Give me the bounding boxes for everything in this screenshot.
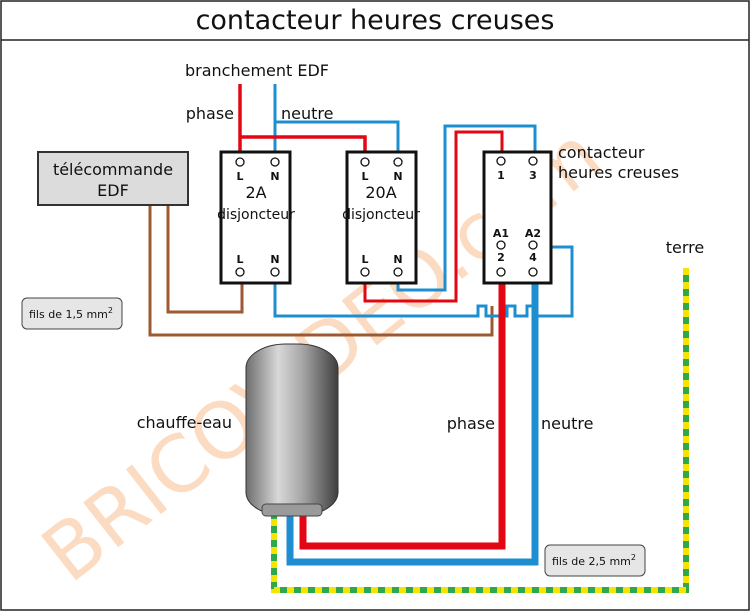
- terminal-screw: [235, 157, 245, 167]
- terminal-label: A2: [525, 227, 541, 240]
- terminal-screw: [235, 267, 245, 277]
- load-phase-label: phase: [447, 414, 495, 433]
- breaker-rating: 2A: [245, 183, 266, 202]
- supply-neutral-wire: [273, 84, 400, 152]
- terminal-screw: [496, 267, 506, 277]
- svg-text:fils de 1,5 mm2: fils de 1,5 mm2: [29, 306, 113, 321]
- load-neutral-wire: [286, 283, 539, 566]
- water-heater-label: chauffe-eau: [137, 413, 232, 432]
- terminal-screw: [496, 156, 506, 166]
- contactor: 1 3 A1 A2 2 4: [482, 150, 553, 285]
- note-big-wire-text: fils de 2,5 mm: [552, 555, 631, 568]
- terminal-label: N: [393, 170, 402, 183]
- page-title: contacteur heures creuses: [196, 5, 555, 36]
- water-heater: [245, 343, 339, 517]
- supply-phase-label: phase: [186, 104, 234, 123]
- earth-wire: [271, 268, 689, 593]
- terminal-screw: [528, 156, 538, 166]
- terminal-screw: [496, 240, 506, 250]
- control-wires: [148, 205, 494, 337]
- supply-neutre-label: neutre: [281, 104, 333, 123]
- breaker-name: disjoncteur: [342, 207, 420, 223]
- remote-control-box: télécommande EDF: [37, 151, 189, 206]
- terminal-label: L: [236, 253, 243, 266]
- breaker-20a: L N 20A disjoncteur L N: [342, 150, 420, 285]
- terminal-screw: [270, 157, 280, 167]
- terminal-screw: [360, 267, 370, 277]
- earth-label: terre: [666, 238, 704, 257]
- remote-label-line2: EDF: [97, 181, 129, 200]
- terminal-screw: [270, 267, 280, 277]
- breaker-name: disjoncteur: [217, 207, 295, 223]
- breaker-to-a2-neutral-wire: [273, 245, 574, 318]
- phase-wires: [238, 84, 504, 303]
- terminal-label: A1: [493, 227, 509, 240]
- terminal-screw: [393, 267, 403, 277]
- breaker20a-to-contactor-neutral-wire: [396, 124, 537, 292]
- note-small-wire-text: fils de 1,5 mm: [29, 308, 108, 321]
- terminal-label: N: [270, 170, 279, 183]
- terminal-label: N: [393, 253, 402, 266]
- neutral-wires: [273, 84, 574, 318]
- note-big-wire: fils de 2,5 mm2: [544, 544, 646, 577]
- terminal-label: N: [270, 253, 279, 266]
- terminal-screw: [360, 157, 370, 167]
- terminal-label: 2: [497, 251, 505, 264]
- remote-to-a1-wire: [148, 205, 494, 337]
- breaker-rating: 20A: [365, 183, 396, 202]
- load-neutre-label: neutre: [541, 414, 593, 433]
- note-small-wire: fils de 1,5 mm2: [21, 297, 123, 330]
- supply-label: branchement EDF: [185, 61, 329, 80]
- terminal-label: L: [361, 253, 368, 266]
- terminal-label: L: [361, 170, 368, 183]
- terminal-label: L: [236, 170, 243, 183]
- terminal-label: 4: [529, 251, 537, 264]
- terminal-screw: [528, 267, 538, 277]
- note-big-wire-sup: 2: [631, 553, 636, 562]
- breaker20a-to-contactor-phase-wire: [363, 130, 504, 303]
- breaker-2a: L N 2A disjoncteur L N: [217, 150, 295, 285]
- phase-bridge-wire: [240, 135, 367, 152]
- load-phase-wire: [299, 283, 506, 550]
- remote-to-breaker-wire: [166, 205, 244, 314]
- remote-label-line1: télécommande: [53, 160, 173, 179]
- terminal-label: 3: [529, 169, 537, 182]
- terminal-screw: [393, 157, 403, 167]
- note-small-wire-sup: 2: [108, 306, 113, 315]
- contactor-label-line1: contacteur: [558, 143, 645, 162]
- terminal-label: 1: [497, 169, 505, 182]
- water-heater-tank: [245, 343, 339, 517]
- contactor-label-line2: heures creuses: [558, 163, 679, 182]
- svg-text:fils de 2,5 mm2: fils de 2,5 mm2: [552, 553, 636, 568]
- water-heater-base: [261, 503, 323, 517]
- terminal-screw: [528, 240, 538, 250]
